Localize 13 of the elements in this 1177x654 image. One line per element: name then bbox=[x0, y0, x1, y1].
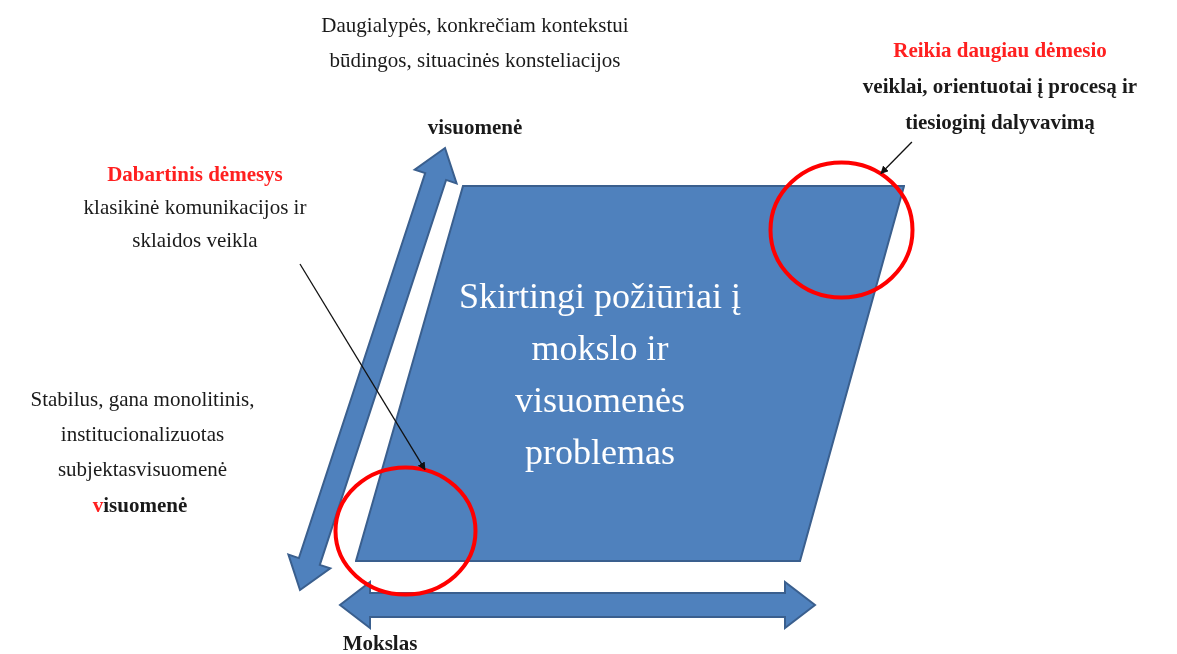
highlight-circle bbox=[768, 160, 915, 300]
axis-label: Mokslas bbox=[341, 630, 419, 654]
axis-label: visuomenė bbox=[426, 114, 524, 141]
callout-text: veiklai, orientuotai į procesą ir tiesioginį dalyvavimą bbox=[861, 73, 1139, 136]
axis-label: Daugialypės, konkrečiam kontekstui būdingos, situacinės konsteliacijos bbox=[320, 12, 630, 74]
callout-heading: Dabartinis dėmesys bbox=[106, 161, 284, 188]
callout-text: klasikinė komunikacijos ir sklaidos veikla bbox=[82, 194, 308, 254]
leader-arrow bbox=[299, 263, 426, 471]
axis-label: visuomenė bbox=[91, 492, 189, 519]
leader-arrow bbox=[880, 141, 913, 175]
shape-text: Skirtingi požiūriai į mokslo ir visuomenės problemas bbox=[458, 275, 742, 474]
highlight-circle bbox=[333, 465, 478, 597]
callout-heading: Reikia daugiau dėmesio bbox=[892, 37, 1108, 64]
